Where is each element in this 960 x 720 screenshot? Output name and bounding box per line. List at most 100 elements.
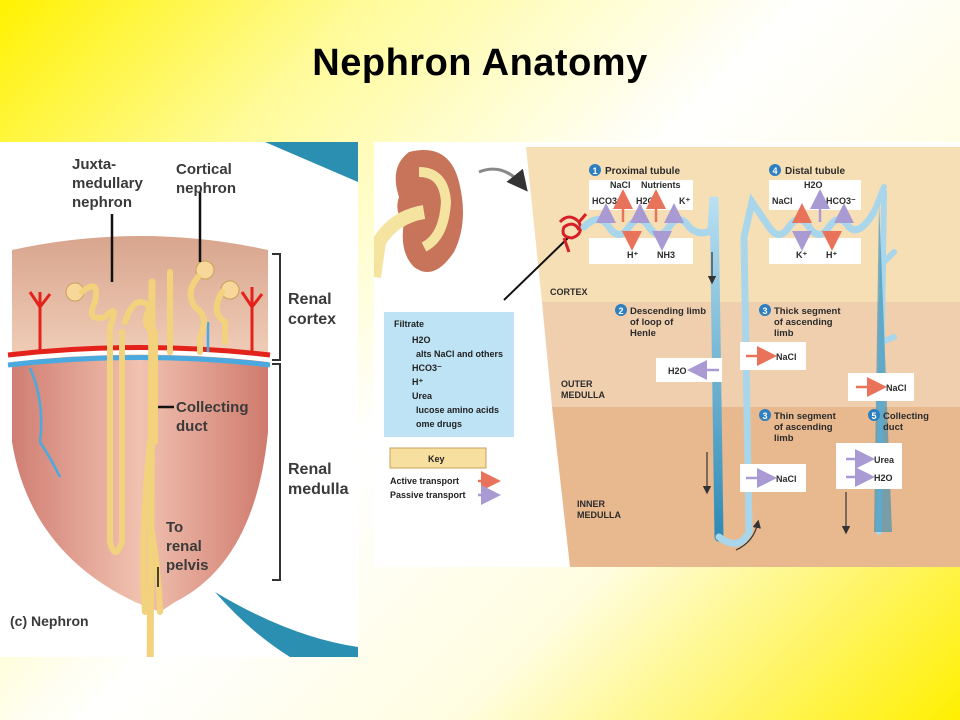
arcuate-artery [7,345,271,358]
cortex-label: CORTEX [550,287,588,297]
prox-h2o: H2O [636,196,655,206]
prox-h: H⁺ [627,250,638,260]
prox-k: K⁺ [679,196,690,206]
dist-hco3: HCO3⁻ [826,196,856,206]
filtrate-item-4: H⁺ [412,377,423,387]
decorative-corner-top [265,142,358,182]
key-box [389,447,487,469]
cortical-glomerulus [195,260,215,280]
prox-hco3: HCO3⁻ [592,196,622,206]
filtrate-box [384,312,514,437]
prox-nh3: NH3 [657,250,675,260]
thin-nacl-label: NaCl [776,474,797,484]
figure-caption: (c) Nephron [10,613,89,629]
proximal-bottom-box [589,238,693,264]
proximal-number-badge [589,164,601,176]
distal-number-badge [769,164,781,176]
proximal-tubule-label: Proximal tubule [605,166,680,177]
nephron-transport-diagram: 1 Proximal tubule NaCl Nutrients HCO3⁻ H… [367,147,960,567]
descending-label-3: Henle [630,328,656,339]
collecting-nacl-label: NaCl [886,383,907,393]
filtrate-item-5: Urea [412,391,433,401]
collecting-h2o-label: H2O [874,473,893,483]
filtrate-item-6: lucose amino acids [416,405,499,415]
outer-medulla-label-1: OUTER [561,379,593,389]
collecting-label-2: duct [883,422,904,433]
inner-medulla-label-2: MEDULLA [577,510,621,520]
zoom-arrow [478,167,528,192]
medulla-bracket [272,363,281,581]
thin-number-badge [759,409,771,421]
thin-number: 3 [762,411,767,421]
key-passive-label: Passive transport [390,490,466,500]
collecting-label-1: Collecting [883,411,929,422]
proximal-number: 1 [592,166,597,176]
filtrate-item-1: H2O [412,335,431,345]
kidney-icon [367,150,463,278]
descending-label-1: Descending limb [630,306,706,317]
desc-h2o-label: H2O [668,366,687,376]
inner-medulla-label-1: INNER [577,499,606,509]
thin-label-1: Thin segment [774,411,837,422]
interlobular-artery-left [28,291,52,354]
descending-number-badge [615,304,627,316]
glomerulus [558,213,588,253]
cortex-bracket [272,253,281,361]
thin-label-3: limb [774,433,794,444]
pelvis-label-2: renal [166,538,202,555]
thick-label-3: limb [774,328,794,339]
interlobular-artery-right [240,287,264,354]
collecting-number-badge [868,409,880,421]
descending-label-2: of loop of [630,317,674,328]
renal-medulla-label-2: medulla [288,481,349,498]
filtrate-pointer [503,236,570,301]
key-title: Key [428,454,445,464]
thick-number: 3 [762,306,767,316]
pelvis-label-3: pelvis [166,557,209,574]
juxta-label-3: nephron [72,194,132,211]
thick-number-badge [759,304,771,316]
thick-nacl-label: NaCl [776,352,797,362]
renal-cortex-label-2: cortex [288,311,336,328]
thin-label-2: of ascending [774,422,833,433]
juxta-label-1: Juxta- [72,156,116,173]
collecting-number: 5 [871,411,876,421]
collecting-duct-label-2: duct [176,418,208,435]
vasa-recta [28,367,62,478]
filtrate-item-7: ome drugs [416,419,462,429]
page-title: Nephron Anatomy [312,42,648,84]
filtrate-item-3: HCO3⁻ [412,363,442,373]
outer-medulla-label-2: MEDULLA [561,390,605,400]
distal-bottom-box [769,238,861,264]
filtrate-title: Filtrate [394,319,424,329]
dist-nacl: NaCl [772,196,793,206]
renal-cortex-label-1: Renal [288,291,332,308]
collecting-urea-label: Urea [874,455,895,465]
nephron-location-panel: Juxta- medullary nephron Cortical nephro… [0,142,358,706]
thick-label-1: Thick segment [774,306,841,317]
juxta-label-2: medullary [72,175,144,192]
cortical-label-1: Cortical [176,161,232,178]
collecting-duct-label-1: Collecting [176,399,249,416]
filtrate-item-2: alts NaCl and others [416,349,503,359]
prox-nutrients: Nutrients [641,180,681,190]
dist-h: H⁺ [826,250,837,260]
arcuate-vein [7,355,271,368]
dist-k: K⁺ [796,250,807,260]
thick-label-2: of ascending [774,317,833,328]
dist-h2o: H2O [804,180,823,190]
renal-medulla-label-1: Renal [288,461,332,478]
decorative-corner-bottom [215,592,358,657]
nephron-transport-panel: 1 Proximal tubule NaCl Nutrients HCO3⁻ H… [367,142,960,567]
nephron-tubules [79,269,228,706]
descending-number: 2 [618,306,623,316]
nephron-location-diagram: Juxta- medullary nephron Cortical nephro… [7,142,358,706]
cortical-label-2: nephron [176,180,236,197]
prox-nacl: NaCl [610,180,631,190]
distal-number: 4 [772,166,777,176]
distal-tubule-label: Distal tubule [785,166,845,177]
key-active-label: Active transport [390,476,459,486]
flow-arrow-3 [735,519,761,551]
pelvis-label-1: To [166,519,183,536]
renal-medulla-region [12,354,268,612]
